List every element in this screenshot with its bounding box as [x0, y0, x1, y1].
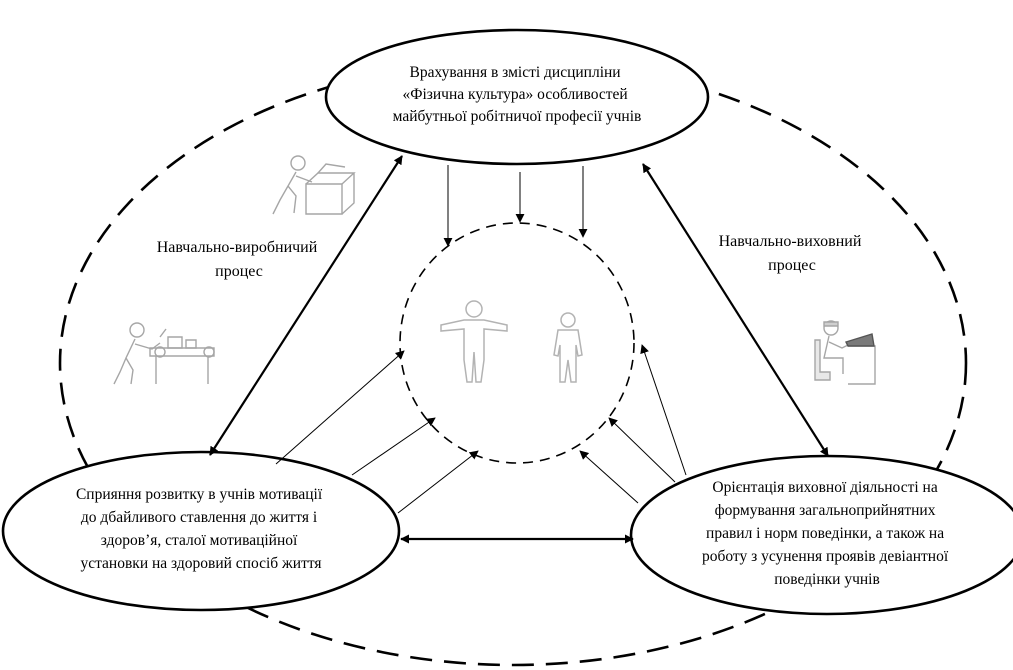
right-process-line: Навчально-виховний [719, 233, 862, 250]
arrow-right-to-center-1 [640, 344, 687, 476]
arrow-top-left [209, 155, 403, 456]
left-process-label: Навчально-виробничий процес [157, 239, 322, 280]
right-node-line: роботу з усунення проявів девіантної [702, 548, 949, 565]
top-node [324, 28, 710, 166]
left-node-line: до дбайливого ставлення до життя і [81, 509, 318, 526]
top-node-line: «Фізична культура» особливостей [402, 86, 627, 103]
right-node-line: поведінки учнів [774, 571, 880, 588]
right-node-line: Орієнтація виховної діяльності на [712, 479, 937, 496]
worker-with-box-icon [272, 155, 356, 215]
arrow-right-to-center-3 [579, 450, 639, 504]
left-process-line: Навчально-виробничий [157, 239, 318, 256]
top-node-line: майбутньої робітничої професії учнів [393, 108, 642, 125]
child-outline-icon [553, 312, 583, 383]
arrow-top-right [642, 163, 829, 457]
left-node [1, 450, 401, 612]
right-process-label: Навчально-виховний процес [719, 233, 866, 274]
right-node-line: правил і норм поведінки, а також на [706, 525, 944, 542]
arrow-right-to-center-2 [608, 417, 676, 483]
arrow-left-to-center-1 [275, 350, 405, 465]
left-node-text: Сприяння розвитку в учнів мотивації до д… [76, 486, 326, 572]
left-process-line: процес [215, 263, 263, 280]
arrow-left-to-center-3 [397, 450, 479, 514]
left-node-line: Сприяння розвитку в учнів мотивації [76, 486, 323, 503]
student-at-desk-icon [814, 320, 876, 385]
inner-dashed-circle [399, 222, 635, 464]
right-node-line: формування загальноприйнятних [715, 502, 936, 519]
left-node-line: установки на здоровий спосіб життя [80, 555, 321, 572]
person-outline-icon [440, 300, 508, 383]
arrow-left-to-center-2 [351, 417, 436, 476]
right-process-line: процес [768, 257, 816, 274]
top-node-text: Врахування в змісті дисципліни «Фізична … [393, 64, 642, 125]
left-node-line: здоров’я, сталої мотиваційної [101, 532, 298, 549]
right-node-text: Орієнтація виховної діяльності на формув… [702, 479, 952, 588]
worker-at-conveyor-icon [113, 322, 215, 385]
outer-dashed-circle [58, 59, 968, 667]
top-node-line: Врахування в змісті дисципліни [410, 64, 621, 81]
